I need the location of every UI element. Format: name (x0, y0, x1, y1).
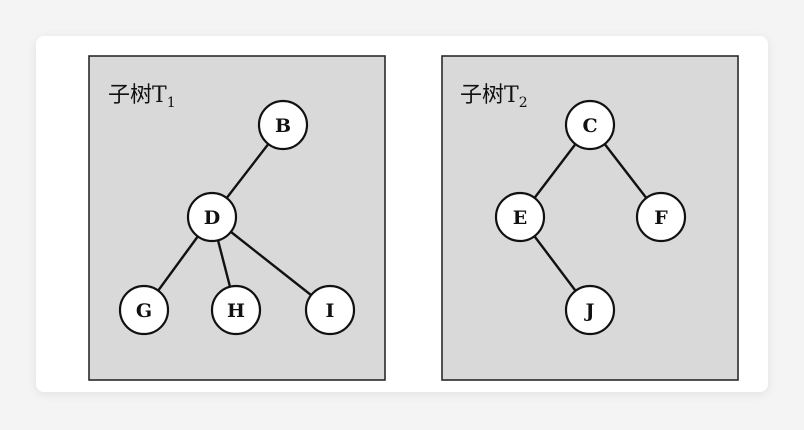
panel-subtree-t2: 子树T2 C E F J (441, 55, 739, 381)
node-D-label: D (204, 207, 220, 229)
node-B-label: B (275, 115, 291, 137)
node-D: D (186, 191, 238, 243)
node-C-label: C (582, 115, 597, 137)
panel-subtree-t1: 子树T1 B D G H I (88, 55, 386, 381)
node-F-label: F (654, 207, 668, 229)
node-I: I (304, 284, 356, 336)
node-H: H (210, 284, 262, 336)
node-E: E (494, 191, 546, 243)
node-C: C (564, 99, 616, 151)
node-F: F (635, 191, 687, 243)
panel-t1-title: 子树T1 (108, 83, 176, 111)
node-J: J (564, 284, 616, 336)
node-B: B (257, 99, 309, 151)
node-G: G (118, 284, 170, 336)
node-I-label: I (326, 300, 335, 322)
node-G-label: G (136, 300, 152, 322)
node-J-label: J (584, 300, 595, 322)
node-H-label: H (227, 300, 245, 322)
panel-t2-title: 子树T2 (460, 83, 528, 111)
node-E-label: E (513, 207, 527, 229)
